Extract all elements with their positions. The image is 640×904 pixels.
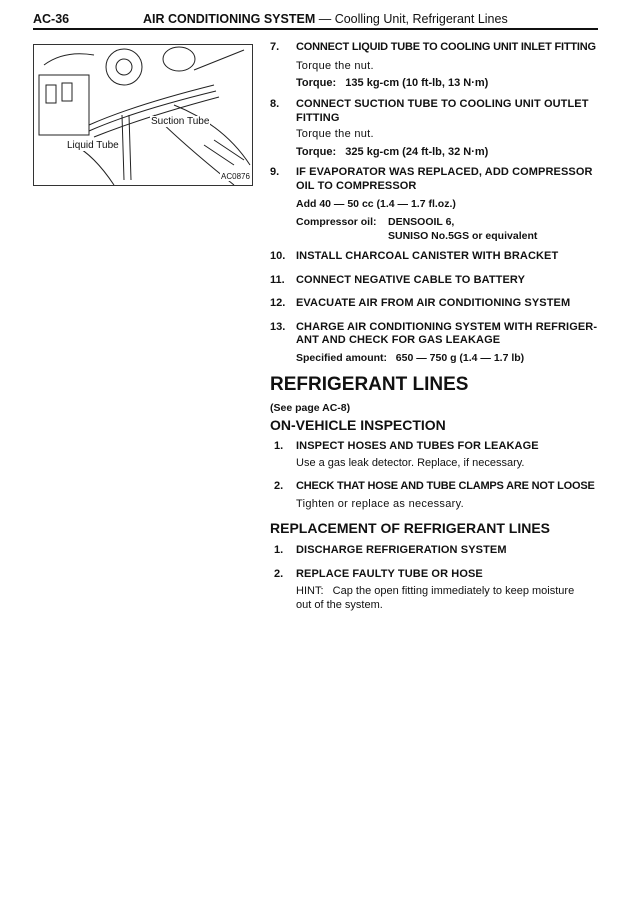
step-number: 13. (270, 321, 286, 333)
spec-value: 650 — 750 g (1.4 — 1.7 lb) (395, 352, 525, 364)
page-header: AIR CONDITIONING SYSTEM — Coolling Unit,… (143, 12, 508, 26)
spec-label: Specified amount: (296, 352, 388, 364)
step-title: CONNECT NEGATIVE CABLE TO BATTERY (296, 274, 526, 286)
torque-spec: Torque: 325 kg-cm (24 ft-lb, 32 N·m) (296, 146, 488, 158)
step-title: CONNECT LIQUID TUBE TO COOLING UNIT INLE… (296, 41, 596, 53)
torque-spec: Torque: 135 kg-cm (10 ft-lb, 13 N·m) (296, 77, 488, 89)
step-number: 9. (270, 166, 280, 178)
step-number: 12. (270, 297, 286, 309)
spec-label: Torque: (296, 146, 337, 158)
section-title: AIR CONDITIONING SYSTEM (143, 12, 316, 26)
spec-label: Torque: (296, 77, 337, 89)
step-number: 7. (270, 41, 280, 53)
step-number: 8. (270, 98, 280, 110)
step-text: Use a gas leak detector. Replace, if nec… (296, 457, 525, 469)
header-rule (33, 28, 598, 30)
step-number: 2. (274, 480, 284, 492)
step-title: INSPECT HOSES AND TUBES FOR LEAKAGE (296, 440, 539, 452)
step-title-cont: FITTING (296, 112, 340, 124)
engine-illustration (38, 46, 251, 186)
step-title: DISCHARGE REFRIGERATION SYSTEM (296, 544, 507, 556)
illustration: Suction Tube Liquid Tube AC0876 (33, 44, 253, 186)
step-title-cont: ANT AND CHECK FOR GAS LEAKAGE (296, 334, 501, 346)
section-heading: REFRIGERANT LINES (270, 374, 469, 395)
step-number: 1. (274, 544, 284, 556)
step-title: CONNECT SUCTION TUBE TO COOLING UNIT OUT… (296, 98, 589, 110)
step-number: 1. (274, 440, 284, 452)
page-number: AC-36 (33, 12, 70, 26)
hint-text: HINT: Cap the open fitting immediately t… (296, 585, 575, 597)
step-title: CHARGE AIR CONDITIONING SYSTEM WITH REFR… (296, 321, 598, 333)
subsection-heading: ON-VEHICLE INSPECTION (270, 417, 446, 433)
oil-label: Compressor oil: (296, 216, 377, 228)
oil-type-2: SUNISO No.5GS or equivalent (388, 230, 538, 242)
spec-value: 135 kg-cm (10 ft-lb, 13 N·m) (345, 77, 489, 89)
liquid-tube-label: Liquid Tube (66, 140, 120, 151)
oil-type-1: DENSOOIL 6, (388, 216, 455, 228)
step-text: Add 40 — 50 cc (1.4 — 1.7 fl.oz.) (296, 198, 456, 210)
figure-code: AC0876 (220, 172, 251, 181)
spec-value: 325 kg-cm (24 ft-lb, 32 N·m) (345, 146, 489, 158)
step-text: Torque the nut. (296, 128, 374, 140)
see-page-reference: (See page AC-8) (270, 402, 351, 414)
step-number: 10. (270, 250, 286, 262)
step-text: Torque the nut. (296, 60, 374, 72)
section-subtitle: — Coolling Unit, Refrigerant Lines (318, 12, 508, 26)
step-title: INSTALL CHARCOAL CANISTER WITH BRACKET (296, 250, 559, 262)
suction-tube-label: Suction Tube (150, 116, 211, 127)
step-title: REPLACE FAULTY TUBE OR HOSE (296, 568, 483, 580)
amount-spec: Specified amount: 650 — 750 g (1.4 — 1.7… (296, 352, 524, 364)
step-number: 11. (270, 274, 285, 286)
step-number: 2. (274, 568, 284, 580)
step-text: Tighten or replace as necessary. (296, 498, 464, 510)
step-title: EVACUATE AIR FROM AIR CONDITIONING SYSTE… (296, 297, 571, 309)
step-title: IF EVAPORATOR WAS REPLACED, ADD COMPRESS… (296, 166, 593, 178)
step-title: CHECK THAT HOSE AND TUBE CLAMPS ARE NOT … (296, 480, 595, 492)
step-title-cont: OIL TO COMPRESSOR (296, 180, 417, 192)
hint-text-cont: out of the system. (296, 599, 383, 611)
subsection-heading: REPLACEMENT OF REFRIGERANT LINES (270, 520, 551, 536)
